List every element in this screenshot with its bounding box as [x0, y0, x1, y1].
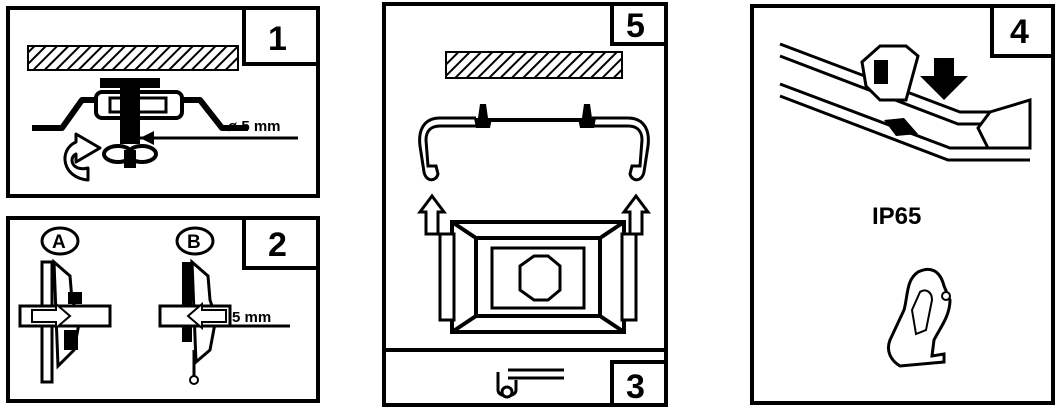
label-a-circle: [40, 226, 80, 256]
clip-tab: [884, 118, 918, 136]
mount-plate-a: [68, 292, 82, 304]
clip-bracket-detail: [874, 60, 888, 84]
rail-end-cap: [976, 97, 1032, 150]
u-profile-left: [418, 116, 476, 182]
fixture-bevel: [450, 220, 626, 334]
panel-5-number: 5: [626, 7, 645, 45]
mount-plate-a-low: [64, 330, 78, 350]
panel-3: 3: [382, 348, 668, 407]
hook-ring: [500, 385, 514, 399]
panel-2: 2 A B 5 mm: [6, 216, 320, 403]
panel-4-number-box: [990, 4, 1055, 58]
up-arrow-left-icon: [417, 193, 447, 236]
panel-3-number: 3: [626, 368, 645, 406]
panel-4-number: 4: [1010, 13, 1029, 51]
screw-body: [120, 84, 140, 144]
anchor-left: [474, 104, 492, 128]
ceiling-hatch-1: [27, 45, 239, 71]
panel-1: 1 ø 5 mm: [6, 6, 320, 198]
panel-1-number-box: [242, 6, 320, 66]
gasket-clip-hole: [941, 291, 951, 301]
fixture-side-left: [438, 232, 456, 322]
fixture-side-right: [620, 232, 638, 322]
label-a: A: [52, 232, 66, 253]
panel-4: 4 IP65: [750, 4, 1055, 405]
label-b-circle: [175, 226, 215, 256]
screw-stem: [124, 150, 136, 168]
rail-perspective: [779, 42, 1030, 162]
panel-5-number-box: [610, 2, 668, 46]
panel-3-number-box: [610, 360, 668, 407]
u-profile-right: [592, 116, 650, 182]
fixture-socket: [518, 254, 562, 302]
gasket-clip-inner: [910, 289, 934, 336]
anchor-right: [578, 104, 596, 128]
panel-1-number: 1: [268, 20, 287, 58]
rail-b: [182, 262, 192, 342]
dimension-arrow-1: [140, 131, 154, 145]
panel-2-number: 2: [268, 226, 287, 264]
panel-2-number-box: [242, 216, 320, 270]
panel-5: 5: [382, 2, 668, 352]
down-arrow-icon: [920, 58, 968, 100]
arrow-right-a: [31, 301, 72, 331]
panel-1-label: ø 5 mm: [228, 118, 281, 135]
clip-bracket: [860, 44, 920, 102]
rotate-arrow-icon: [63, 132, 102, 182]
panel-2-label: 5 mm: [232, 309, 271, 326]
screw-head: [100, 78, 160, 88]
ceiling-hatch-5: [445, 51, 623, 79]
arrow-left-b: [186, 301, 227, 331]
panel-4-label: IP65: [872, 203, 921, 230]
pin-b-end: [189, 375, 199, 385]
label-b: B: [187, 232, 201, 253]
